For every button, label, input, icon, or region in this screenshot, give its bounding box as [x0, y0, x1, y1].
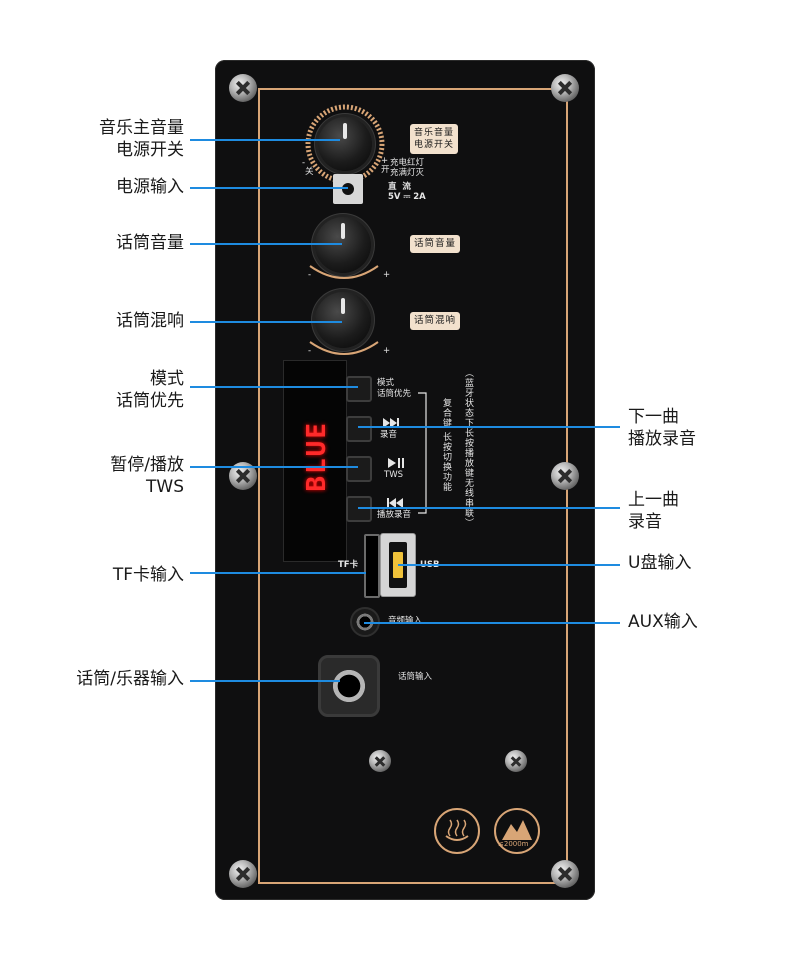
audio-input-label: 音频输入	[388, 616, 423, 626]
screw-icon	[369, 750, 391, 772]
callout-mic-volume: 话筒音量	[116, 233, 184, 253]
plus-sign: +	[381, 156, 389, 166]
callout-next-play-record: 下一曲 播放录音	[628, 407, 696, 449]
screw-icon	[229, 74, 257, 102]
callout-mic-instrument-input: 话筒/乐器输入	[76, 669, 184, 689]
tws-label: TWS	[384, 470, 403, 480]
switch-off-label: 关	[305, 167, 314, 177]
callout-line	[190, 187, 348, 189]
mic-echo-arc	[309, 341, 379, 355]
callout-line	[398, 564, 620, 566]
play-record-label: 播放录音	[377, 510, 412, 520]
tf-card-slot[interactable]	[364, 534, 380, 598]
altitude-label: ≤2000m	[498, 840, 529, 848]
switch-on-label: 开	[381, 165, 390, 175]
callout-mic-echo: 话筒混响	[116, 311, 184, 331]
bluetooth-mode-note: （蓝牙状态下长按播放键无线串联）	[463, 368, 473, 528]
volume-scale-ring	[305, 104, 385, 184]
callout-line	[190, 572, 366, 574]
altitude-icon	[494, 808, 540, 854]
callout-line	[358, 426, 620, 428]
callout-line	[190, 321, 342, 323]
callout-prev-record: 上一曲 录音	[628, 490, 679, 532]
tf-card-label: TF卡	[338, 560, 359, 570]
led-display: BLUE	[283, 360, 347, 562]
minus-sign: -	[308, 270, 312, 280]
mic-volume-tag: 话筒音量	[410, 235, 461, 253]
mic-echo-tag: 话筒混响	[410, 312, 461, 330]
callout-line	[364, 622, 620, 624]
callout-line	[190, 243, 342, 245]
mic-input-label: 话筒输入	[398, 672, 433, 682]
next-record-button[interactable]	[346, 416, 372, 442]
prev-play-record-button[interactable]	[346, 496, 372, 522]
screw-icon	[551, 860, 579, 888]
combo-key-note: 复合键 长按切换功能	[441, 398, 451, 492]
record-label: 录音	[380, 430, 398, 440]
screw-icon	[551, 462, 579, 490]
screw-icon	[229, 860, 257, 888]
callout-line	[190, 139, 340, 141]
callout-aux-input: AUX输入	[628, 612, 698, 632]
dc-power-jack[interactable]	[333, 174, 363, 204]
callout-line	[190, 386, 358, 388]
mode-mic-priority-label: 模式 话筒优先	[377, 378, 412, 399]
screw-icon	[551, 74, 579, 102]
callout-usb-input: U盘输入	[628, 553, 692, 573]
play-pause-icon	[388, 458, 404, 468]
mic-echo-knob[interactable]	[315, 292, 371, 348]
callout-line	[358, 507, 620, 509]
display-digits: BLUE	[302, 421, 332, 492]
screw-icon	[505, 750, 527, 772]
skip-back-icon	[387, 498, 403, 508]
plus-sign: +	[383, 346, 391, 356]
speaker-control-panel	[215, 60, 595, 900]
plus-sign: +	[383, 270, 391, 280]
skip-forward-icon	[383, 418, 399, 428]
callout-mode-mic-priority: 模式 话筒优先	[116, 369, 184, 411]
play-pause-tws-button[interactable]	[346, 456, 372, 482]
music-volume-power-knob[interactable]	[318, 117, 372, 171]
callout-pause-play-tws: 暂停/播放 TWS	[110, 455, 184, 497]
music-volume-power-tag: 音乐音量 电源开关	[410, 124, 459, 154]
callout-power-input: 电源输入	[116, 177, 184, 197]
dc-spec-label: 直 流 5V ⎓ 2A	[388, 182, 426, 202]
mode-mic-priority-button[interactable]	[346, 376, 372, 402]
minus-sign: -	[302, 158, 306, 168]
minus-sign: -	[308, 346, 312, 356]
callout-music-master-volume: 音乐主音量 电源开关	[99, 118, 184, 160]
combo-key-bracket	[418, 392, 427, 514]
callout-tf-input: TF卡输入	[112, 565, 184, 585]
mic-volume-arc	[309, 265, 379, 279]
climate-icon	[434, 808, 480, 854]
mic-volume-knob[interactable]	[315, 217, 371, 273]
mic-instrument-jack[interactable]	[318, 655, 380, 717]
charge-info-label: 充电红灯 充满灯灭	[390, 158, 425, 178]
callout-line	[190, 680, 340, 682]
callout-line	[190, 466, 358, 468]
